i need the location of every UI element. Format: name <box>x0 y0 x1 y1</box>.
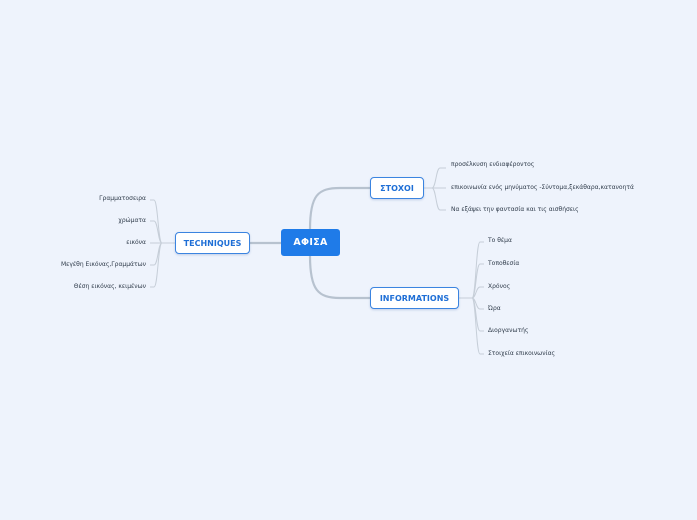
connector-root-informations <box>308 255 370 300</box>
connector-techniques-leaves <box>150 199 175 288</box>
techniques-item[interactable]: εικόνα <box>126 239 146 246</box>
topic-techniques[interactable]: TECHNIQUES <box>175 232 250 254</box>
techniques-item[interactable]: Γραμματοσειρα <box>99 195 146 202</box>
techniques-item[interactable]: Μεγέθη Εικόνας,Γραμμάτων <box>60 261 146 268</box>
topic-informations[interactable]: INFORMATIONS <box>370 287 459 309</box>
informations-item[interactable]: Διοργανωτής <box>488 327 529 334</box>
informations-item[interactable]: Στοιχεία επικοινωνίας <box>488 350 556 357</box>
stoxoi-item[interactable]: επικοινωνία ενός μηνύματος -Σύντομα,ξεκά… <box>451 184 634 191</box>
topic-stoxoi[interactable]: ΣΤΟΧΟΙ <box>370 177 424 199</box>
informations-item[interactable]: Ώρα <box>488 305 501 312</box>
stoxoi-item[interactable]: Να εξάψει την φαντασία και τις αισθήσεις <box>451 206 579 213</box>
connector-root-stoxoi <box>308 186 370 230</box>
techniques-item[interactable]: χρώματα <box>118 217 146 224</box>
techniques-item[interactable]: Θέση εικόνας, κειμένων <box>73 283 146 290</box>
root-node[interactable]: ΑΦΙΣΑ <box>281 229 340 256</box>
informations-item[interactable]: Χρόνος <box>488 283 511 290</box>
connector-stoxoi-leaves <box>424 167 446 211</box>
informations-item[interactable]: Το θέμα <box>488 237 512 244</box>
connector-informations-leaves <box>459 241 484 355</box>
informations-item[interactable]: Τοποθεσία <box>488 260 520 267</box>
stoxoi-item[interactable]: προσέλκυση ενδιαφέροντος <box>451 161 535 168</box>
